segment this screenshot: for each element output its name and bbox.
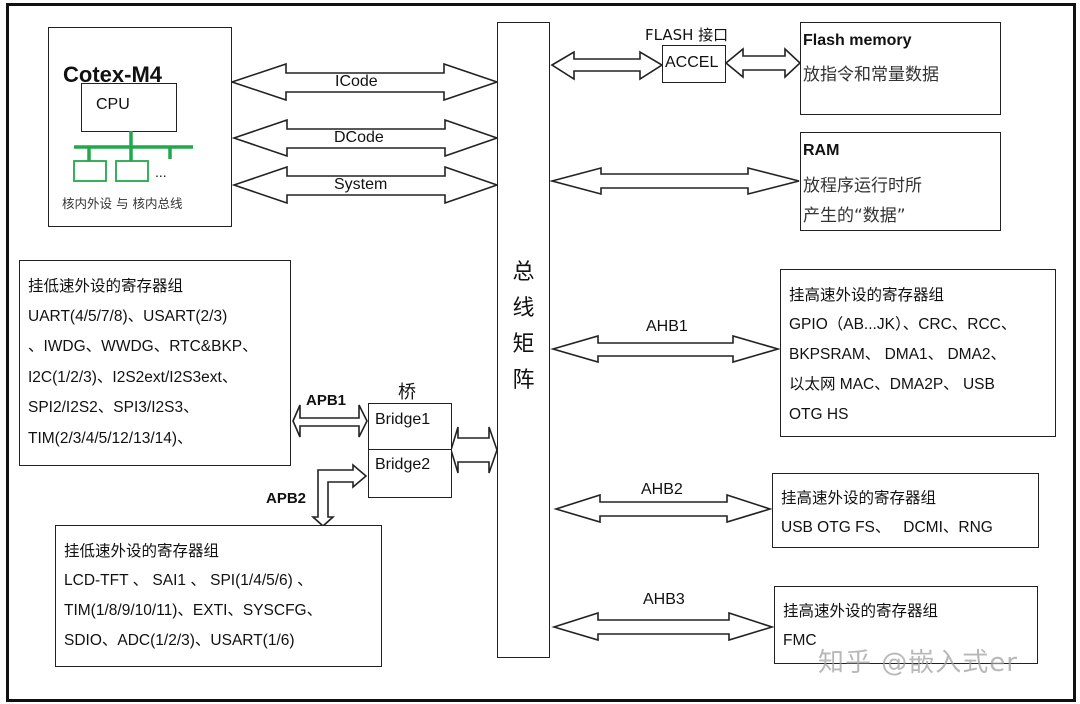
apb1-peripheral-line: 、IWDG、WWDG、RTC&BKP、 (28, 338, 258, 355)
bridge1-label: Bridge1 (375, 411, 431, 428)
cpu-box: CPU (81, 83, 177, 132)
ram-desc-line: 放程序运行时所 (803, 176, 922, 196)
apb1-peripheral-line: UART(4/5/7/8)、USART(2/3) (28, 307, 228, 325)
flash-memory-arrow (724, 47, 802, 79)
ahb1-peripheral-line: 以太网 MAC、DMA2P、 USB (789, 376, 995, 393)
accel-label: ACCEL (665, 54, 719, 71)
apb2-peripherals-title: 挂低速外设的寄存器组 (64, 542, 220, 560)
apb1-bus-arrow (292, 404, 368, 438)
ahb2-peripherals-title: 挂高速外设的寄存器组 (781, 489, 937, 507)
bridge-matrix-arrow (450, 426, 498, 474)
bus-matrix-char: 矩 (512, 332, 535, 357)
flash-memory-desc: 放指令和常量数据 (803, 65, 939, 85)
cortex-m4-box: Cotex-M4 CPU ... 核内外设 与 核内总线 (48, 27, 232, 227)
ahb2-peripheral-line: USB OTG FS、 DCMI、RNG (781, 519, 993, 536)
apb2-label: APB2 (266, 490, 307, 507)
bridge-label: 桥 (398, 382, 416, 403)
ram-title: RAM (803, 142, 840, 159)
dcode-label: DCode (334, 129, 384, 146)
bridge2-box: Bridge2 (368, 449, 452, 498)
bus-matrix-label: 总 线 矩 阵 (498, 255, 549, 399)
cpu-label: CPU (96, 96, 130, 113)
bridge1-box: Bridge1 (368, 403, 452, 451)
ahb2-peripherals-box: 挂高速外设的寄存器组 USB OTG FS、 DCMI、RNG (772, 473, 1039, 548)
core-ellipsis: ... (155, 164, 167, 180)
icode-label: ICode (335, 73, 378, 90)
ahb1-peripherals-box: 挂高速外设的寄存器组 GPIO（AB...JK）、CRC、RCC、 BKPSRA… (780, 269, 1056, 437)
ahb3-label: AHB3 (643, 591, 685, 608)
flash-memory-box: Flash memory 放指令和常量数据 (800, 22, 1001, 115)
apb1-peripherals-box: 挂低速外设的寄存器组 UART(4/5/7/8)、USART(2/3) 、IWD… (19, 260, 291, 466)
flash-interface-label: FLASH 接口 (645, 26, 729, 44)
bridge2-label: Bridge2 (375, 456, 431, 473)
ram-bus-arrow (548, 166, 800, 196)
accel-box: ACCEL (662, 45, 726, 83)
ahb1-peripheral-line: GPIO（AB...JK）、CRC、RCC、 (789, 316, 1017, 333)
ram-desc-line: 产生的“数据” (803, 206, 906, 226)
bus-matrix: 总 线 矩 阵 (497, 22, 550, 658)
apb1-peripheral-line: I2C(1/2/3)、I2S2ext/I2S3ext、 (28, 368, 238, 386)
ram-box: RAM 放程序运行时所 产生的“数据” (800, 132, 1001, 231)
flash-interface-arrow (550, 50, 664, 81)
ahb3-bus-arrow (551, 611, 775, 642)
ahb3-peripherals-box: 挂高速外设的寄存器组 FMC (774, 586, 1038, 664)
system-label: System (334, 176, 388, 193)
ahb3-peripherals-title: 挂高速外设的寄存器组 (783, 602, 939, 620)
ahb1-peripheral-line: BKPSRAM、 DMA1、 DMA2、 (789, 346, 1007, 363)
apb1-label: APB1 (306, 392, 347, 409)
ahb2-label: AHB2 (641, 481, 683, 498)
ahb1-peripherals-title: 挂高速外设的寄存器组 (789, 286, 945, 304)
apb1-peripheral-line: SPI2/I2S2、SPI3/I2S3、 (28, 399, 199, 416)
apb1-peripheral-line: TIM(2/3/4/5/12/13/14)、 (28, 429, 193, 447)
ahb3-peripheral-line: FMC (783, 632, 817, 649)
apb1-peripherals-title: 挂低速外设的寄存器组 (28, 277, 184, 295)
core-bus-icon (73, 131, 193, 182)
bus-matrix-char: 总 (512, 260, 535, 285)
ahb1-bus-arrow (550, 334, 781, 364)
diagram-frame (6, 3, 1076, 702)
ahb2-bus-arrow (553, 493, 773, 524)
bus-matrix-char: 阵 (512, 368, 535, 393)
apb2-bus-arrow (310, 463, 368, 528)
apb2-peripheral-line: SDIO、ADC(1/2/3)、USART(1/6) (64, 632, 295, 649)
core-caption: 核内外设 与 核内总线 (62, 196, 183, 211)
ahb1-peripheral-line: OTG HS (789, 406, 849, 423)
apb2-peripherals-box: 挂低速外设的寄存器组 LCD-TFT 、 SAI1 、 SPI(1/4/5/6)… (55, 525, 382, 667)
ahb1-label: AHB1 (646, 318, 688, 335)
flash-memory-title: Flash memory (803, 32, 912, 49)
apb2-peripheral-line: LCD-TFT 、 SAI1 、 SPI(1/4/5/6) 、 (64, 572, 313, 589)
watermark: 知乎 @嵌入式er (818, 648, 1018, 678)
bus-matrix-char: 线 (512, 296, 535, 321)
core-title: Cotex-M4 (63, 62, 163, 87)
apb2-peripheral-line: TIM(1/8/9/10/11)、EXTI、SYSCFG、 (64, 602, 323, 619)
